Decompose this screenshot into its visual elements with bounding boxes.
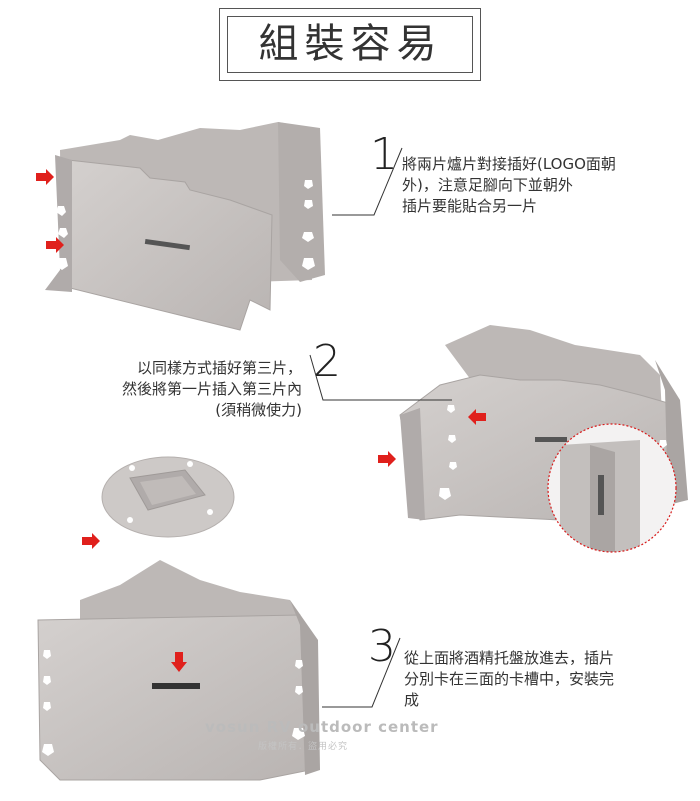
arrow-icon — [36, 169, 54, 185]
step-number-3: 3 — [368, 621, 396, 672]
step1-stove-image — [45, 122, 325, 331]
step-text-3: 從上面將酒精托盤放進去，插片 分別卡在三面的卡槽中，安裝完 成 — [404, 648, 676, 711]
step-text-line: 分別卡在三面的卡槽中，安裝完 — [404, 670, 615, 688]
title-box: 組裝容易 — [219, 8, 482, 82]
step3-stove-image — [37, 560, 320, 781]
step-text-line: 插片要能貼合另一片 — [402, 197, 538, 215]
step-text-line: 然後將第一片插入第三片內 — [121, 380, 302, 398]
arrow-icon — [82, 533, 100, 549]
step-text-line: 成 — [404, 691, 420, 709]
arrow-icon — [378, 451, 396, 467]
step-text-line: 將兩片爐片對接插好(LOGO面朝 — [402, 155, 616, 173]
watermark-sub: 版權所有．盜用必究 — [258, 742, 349, 752]
alcohol-tray-image — [101, 456, 235, 538]
title-frame-outer — [219, 8, 481, 81]
page-title: 組裝容易 — [258, 21, 443, 67]
title-frame-inner — [227, 16, 473, 73]
step-number-2: 2 — [313, 336, 341, 387]
zoom-detail-image — [547, 423, 677, 553]
step-text-line: 以同樣方式插好第三片， — [136, 359, 302, 377]
step-number-1: 1 — [370, 129, 398, 180]
step-text-line: 外)，注意足腳向下並朝外 — [402, 176, 573, 194]
step-text-line: (須稍微使力) — [215, 401, 302, 419]
watermark: vosun RV outdoor center — [205, 718, 439, 736]
step-text-line: 從上面將酒精托盤放進去，插片 — [404, 649, 615, 667]
step-text-2: 以同樣方式插好第三片， 然後將第一片插入第三片內 (須稍微使力) — [50, 358, 302, 421]
arrow-icon — [468, 409, 486, 425]
arrow-icon — [171, 652, 187, 672]
arrow-icon — [46, 237, 64, 253]
step-text-1: 將兩片爐片對接插好(LOGO面朝 外)，注意足腳向下並朝外 插片要能貼合另一片 — [402, 154, 672, 217]
